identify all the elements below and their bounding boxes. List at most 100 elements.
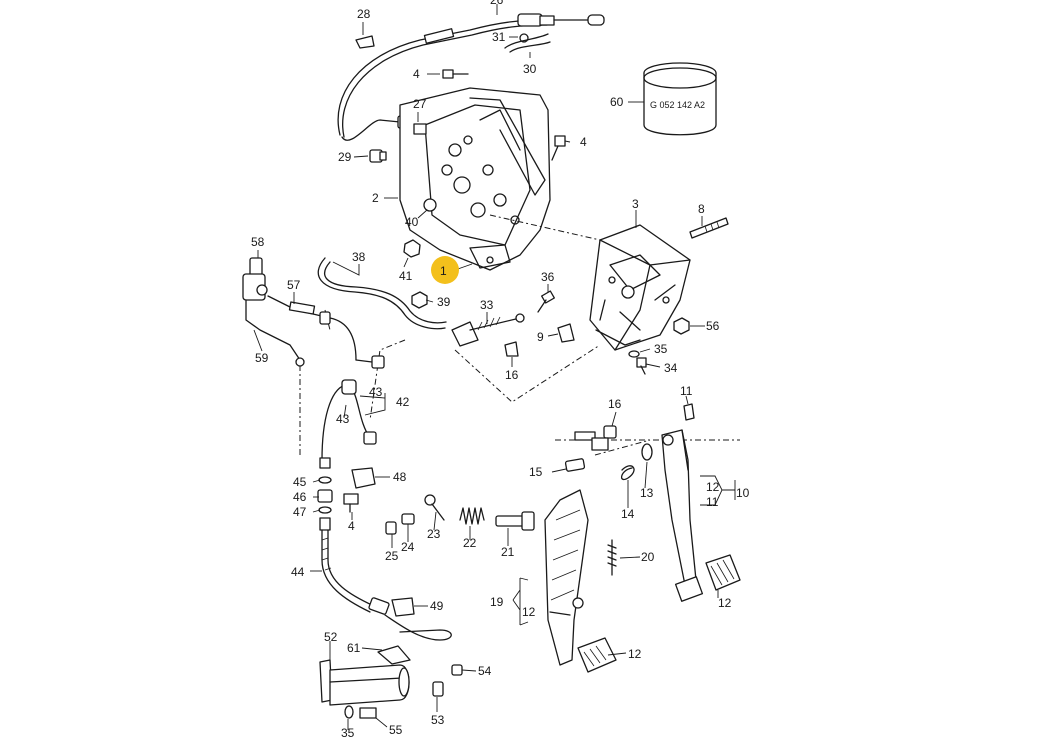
line-42-43[interactable] bbox=[321, 355, 385, 461]
callout-22[interactable]: 22 bbox=[463, 536, 477, 550]
callout-4a[interactable]: 4 bbox=[413, 67, 420, 81]
bolt-55[interactable] bbox=[359, 707, 377, 719]
callout-36[interactable]: 36 bbox=[541, 270, 555, 284]
callout-12c[interactable]: 12 bbox=[628, 647, 642, 661]
spring-22[interactable] bbox=[459, 507, 485, 525]
callout-55[interactable]: 55 bbox=[389, 723, 403, 737]
callout-25[interactable]: 25 bbox=[385, 549, 399, 563]
pin-11[interactable] bbox=[683, 403, 695, 421]
callout-61[interactable]: 61 bbox=[347, 641, 361, 655]
bolt-4-top[interactable] bbox=[442, 69, 469, 79]
callout-34[interactable]: 34 bbox=[664, 361, 678, 375]
bolt-36[interactable] bbox=[537, 290, 555, 313]
callout-31[interactable]: 31 bbox=[492, 30, 506, 44]
callout-57[interactable]: 57 bbox=[287, 278, 301, 292]
callout-41[interactable]: 41 bbox=[399, 269, 413, 283]
callout-12b[interactable]: 12 bbox=[522, 605, 536, 619]
callout-14[interactable]: 14 bbox=[621, 507, 635, 521]
bushing-upper[interactable] bbox=[574, 431, 609, 451]
clutch-pedal-19[interactable] bbox=[544, 489, 589, 666]
pedal-bracket-3[interactable] bbox=[589, 224, 691, 351]
callout-23[interactable]: 23 bbox=[427, 527, 441, 541]
bleeder-54[interactable] bbox=[451, 664, 463, 676]
bleeder-53[interactable] bbox=[432, 681, 444, 697]
retainer-25[interactable] bbox=[385, 521, 397, 535]
callout-39[interactable]: 39 bbox=[437, 295, 451, 309]
callout-11b[interactable]: 11 bbox=[706, 495, 719, 509]
fitting-58[interactable] bbox=[242, 257, 268, 301]
callout-27[interactable]: 27 bbox=[413, 97, 427, 111]
callout-56[interactable]: 56 bbox=[706, 319, 720, 333]
callout-47[interactable]: 47 bbox=[293, 505, 307, 519]
callout-42[interactable]: 42 bbox=[396, 395, 410, 409]
bracket-48[interactable] bbox=[351, 467, 376, 489]
washer-35[interactable] bbox=[628, 350, 640, 358]
pedal-pad-12-left[interactable] bbox=[577, 637, 617, 673]
slave-cylinder-52[interactable] bbox=[319, 659, 410, 706]
callout-19[interactable]: 19 bbox=[490, 595, 504, 609]
callout-8[interactable]: 8 bbox=[698, 202, 705, 216]
clip-9[interactable] bbox=[557, 323, 575, 343]
callout-21[interactable]: 21 bbox=[501, 545, 515, 559]
callout-3[interactable]: 3 bbox=[632, 197, 639, 211]
callout-16b[interactable]: 16 bbox=[505, 368, 519, 382]
pedal-bracket-plate[interactable] bbox=[399, 87, 551, 271]
callout-30[interactable]: 30 bbox=[523, 62, 537, 76]
rod-23[interactable] bbox=[424, 494, 445, 521]
callout-9[interactable]: 9 bbox=[537, 330, 544, 344]
callout-35a[interactable]: 35 bbox=[654, 342, 668, 356]
pushrod-assembly-33[interactable] bbox=[451, 313, 525, 347]
highlight-marker[interactable] bbox=[431, 256, 459, 284]
bolt-4-lower[interactable] bbox=[343, 493, 359, 513]
pivot-pin-8[interactable] bbox=[689, 217, 729, 239]
clip-27[interactable] bbox=[413, 123, 427, 135]
callout-40[interactable]: 40 bbox=[405, 215, 419, 229]
callout-33[interactable]: 33 bbox=[480, 298, 494, 312]
callout-48[interactable]: 48 bbox=[393, 470, 407, 484]
callout-4b[interactable]: 4 bbox=[580, 135, 587, 149]
washer-35b[interactable] bbox=[344, 705, 354, 719]
callout-60[interactable]: 60 bbox=[610, 95, 624, 109]
callout-29[interactable]: 29 bbox=[338, 150, 352, 164]
callout-12a[interactable]: 12 bbox=[706, 480, 720, 494]
bracket-49[interactable] bbox=[391, 597, 415, 617]
hose-44[interactable] bbox=[317, 457, 390, 615]
line-59[interactable] bbox=[245, 299, 305, 367]
clip-16-upper[interactable] bbox=[603, 425, 617, 439]
line-57[interactable] bbox=[267, 295, 357, 361]
callout-43a[interactable]: 43 bbox=[369, 385, 383, 399]
clip-28[interactable] bbox=[355, 35, 375, 49]
callout-59[interactable]: 59 bbox=[255, 351, 269, 365]
callout-28[interactable]: 28 bbox=[357, 7, 371, 21]
callout-53[interactable]: 53 bbox=[431, 713, 445, 727]
callout-26[interactable]: 26 bbox=[490, 0, 504, 7]
return-spring-20[interactable] bbox=[607, 539, 617, 576]
callout-12d[interactable]: 12 bbox=[718, 596, 732, 610]
callout-10[interactable]: 10 bbox=[736, 486, 750, 500]
callout-43b[interactable]: 43 bbox=[336, 412, 350, 426]
callout-52[interactable]: 52 bbox=[324, 630, 338, 644]
callout-15[interactable]: 15 bbox=[529, 465, 543, 479]
callout-16a[interactable]: 16 bbox=[608, 397, 622, 411]
nut-39[interactable] bbox=[411, 291, 428, 309]
nut-56[interactable] bbox=[673, 317, 690, 335]
holder-21[interactable] bbox=[495, 511, 535, 531]
callout-38[interactable]: 38 bbox=[352, 250, 366, 264]
coiled-line[interactable] bbox=[384, 614, 452, 641]
callout-24[interactable]: 24 bbox=[401, 540, 415, 554]
callout-11a[interactable]: 11 bbox=[680, 384, 693, 398]
shaft-15[interactable] bbox=[564, 458, 586, 472]
callout-44[interactable]: 44 bbox=[291, 565, 305, 579]
callout-54[interactable]: 54 bbox=[478, 664, 492, 678]
callout-58[interactable]: 58 bbox=[251, 235, 265, 249]
bush-24[interactable] bbox=[401, 513, 415, 525]
pedal-pad-12-right[interactable] bbox=[705, 554, 741, 591]
callout-20[interactable]: 20 bbox=[641, 550, 655, 564]
callout-35b[interactable]: 35 bbox=[341, 726, 355, 737]
callout-4c[interactable]: 4 bbox=[348, 519, 355, 533]
clip-31[interactable] bbox=[504, 33, 551, 53]
bolt-34[interactable] bbox=[636, 357, 647, 375]
spring-13-14[interactable] bbox=[621, 443, 653, 481]
nut-41[interactable] bbox=[403, 239, 421, 258]
grommet-29[interactable] bbox=[369, 149, 387, 163]
